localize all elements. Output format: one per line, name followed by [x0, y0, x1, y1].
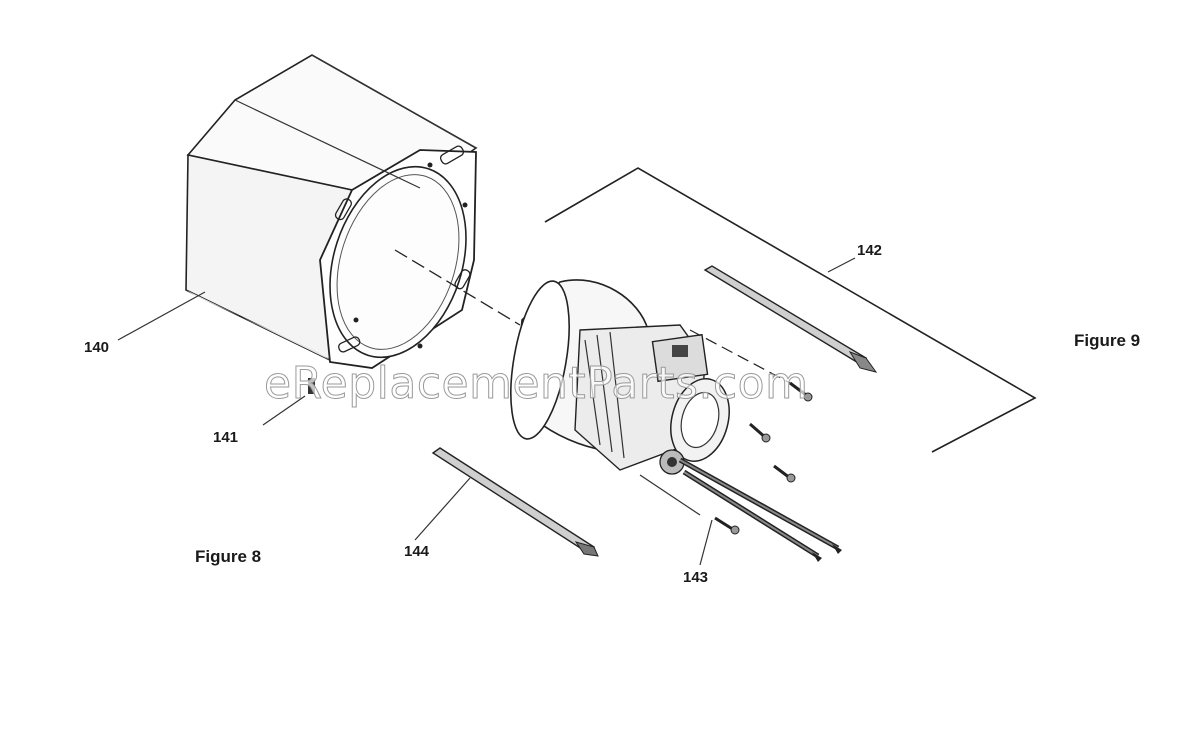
callout-143: 143: [683, 569, 708, 586]
leader-140: [117, 291, 206, 341]
callout-142: 142: [857, 242, 882, 259]
screw-142b: [749, 422, 771, 443]
bracket-142: [544, 167, 1037, 483]
callout-144: 144: [404, 543, 430, 560]
screw-142a: [789, 381, 813, 402]
callout-140: 140: [84, 339, 109, 356]
callout-141: 141: [213, 429, 238, 446]
figure-9-caption: Figure 9: [1074, 331, 1140, 350]
watermark-text: eReplacementParts.com: [264, 358, 808, 409]
screw-143: [639, 474, 740, 566]
housing-140: [185, 54, 478, 369]
figure-8-caption: Figure 8: [195, 547, 261, 566]
pin-141: [262, 378, 315, 426]
motor-assembly: [510, 279, 842, 562]
screw-142c: [773, 464, 796, 483]
through-bolt-144: [414, 447, 599, 557]
